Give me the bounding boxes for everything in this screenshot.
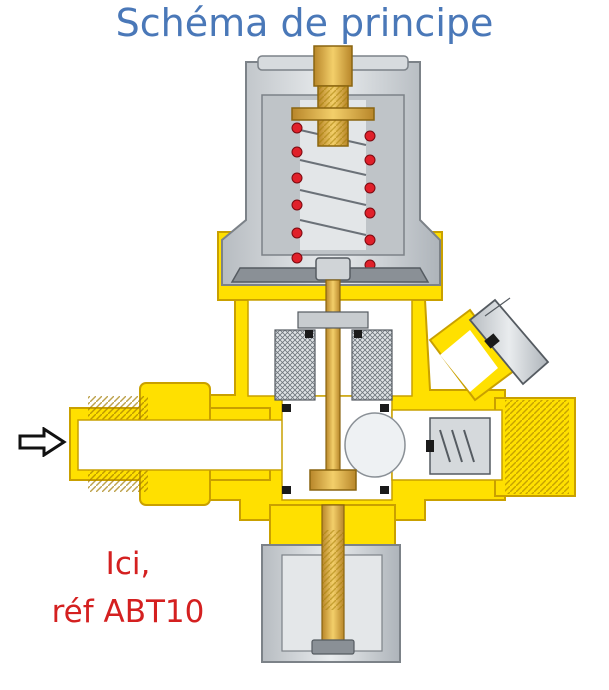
adjusting-screw-and-stem: [291, 45, 375, 491]
annotation-line-2: réf ABT10: [51, 594, 205, 630]
spring-housing: [221, 55, 441, 286]
diagram-title: Schéma de principe: [115, 1, 494, 45]
reference-annotation: Ici, réf ABT10: [28, 540, 228, 636]
annotation-line-1: Ici,: [105, 546, 151, 582]
gauge-port-plug: [468, 297, 550, 386]
right-outline-arrow-icon: [18, 427, 67, 457]
filter-cartridge: [274, 311, 393, 494]
check-valve: [426, 417, 491, 475]
spring-section-dots: [291, 122, 376, 271]
lower-bowl: [261, 504, 401, 663]
